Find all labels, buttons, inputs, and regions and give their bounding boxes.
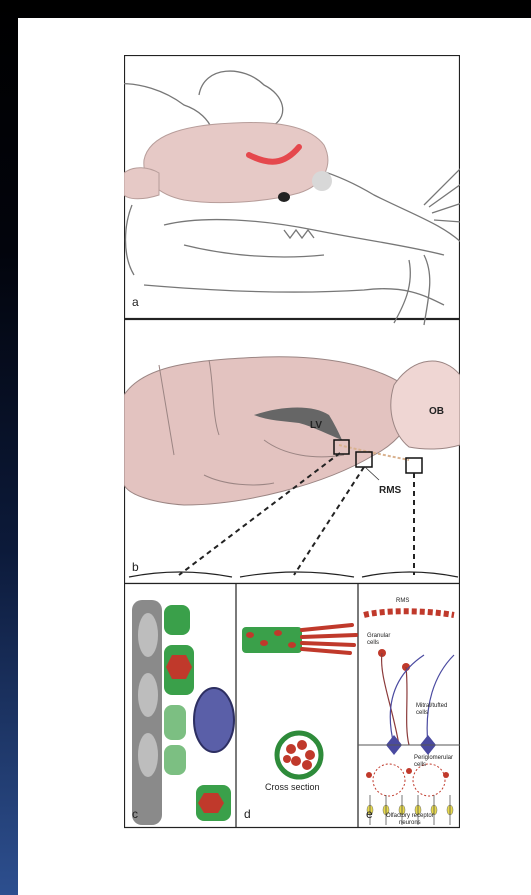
- label-olfactory-neurons: Olfactory receptor neurons: [386, 813, 434, 827]
- panel-c-label: c: [132, 807, 138, 821]
- label-rms: RMS: [379, 485, 401, 496]
- label-ob: OB: [429, 406, 444, 417]
- label-cross-section: Cross section: [265, 782, 320, 792]
- panel-e-label: e: [366, 807, 373, 821]
- label-mitral-cells: Mitral/tufted cells: [416, 703, 447, 717]
- label-periglomerular-cells: Periglomerular cells: [414, 755, 453, 769]
- figure-svg: [124, 55, 460, 829]
- figure: a b c d e LV OB RMS Cross section RMS Gr…: [124, 55, 460, 829]
- panel-a-label: a: [132, 295, 139, 309]
- label-granular-cells: Granular cells: [367, 633, 390, 647]
- panel-d-label: d: [244, 807, 251, 821]
- label-e-rms: RMS: [396, 598, 409, 604]
- label-lv: LV: [310, 420, 322, 431]
- panel-b-label: b: [132, 560, 139, 574]
